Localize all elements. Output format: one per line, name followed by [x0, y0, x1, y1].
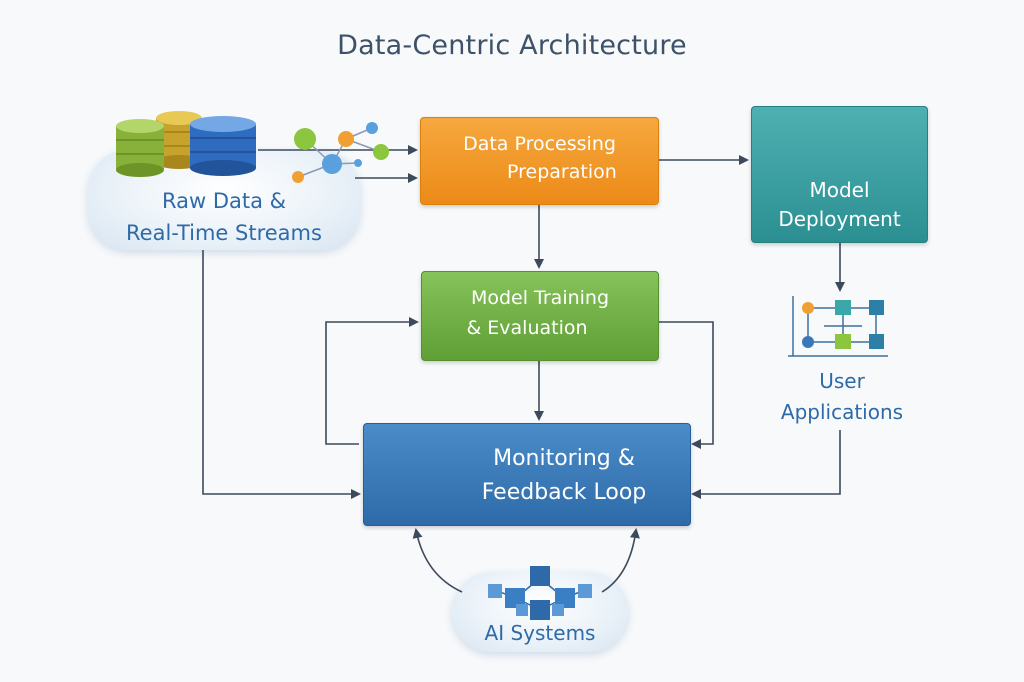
- processing-line1: Data Processing: [463, 133, 616, 155]
- arrow-apps-to-monitoring: [691, 430, 841, 499]
- database-stack-icon: [116, 111, 256, 177]
- arrow-training-to-monitor-right: [658, 321, 714, 449]
- arrow-raw-to-monitoring: [202, 250, 361, 499]
- ai-systems-label: AI Systems: [484, 621, 596, 645]
- processing-line2: Preparation: [507, 161, 617, 183]
- user-applications-label: User Applications: [780, 369, 904, 424]
- training-line2: & Evaluation: [466, 317, 588, 339]
- arrow-loop-to-training: [325, 317, 419, 445]
- training-line1: Model Training: [470, 287, 610, 309]
- monitoring-line2: Feedback Loop: [481, 480, 647, 505]
- model-training-box[interactable]: Model Training & Evaluation: [421, 271, 659, 361]
- app-grid-icon: [788, 296, 888, 357]
- data-processing-box[interactable]: Data Processing Preparation: [420, 117, 659, 205]
- model-deployment-box[interactable]: Model Deployment: [751, 106, 928, 243]
- deployment-line1: Model: [809, 178, 870, 202]
- cubes-network-icon: [488, 566, 592, 620]
- raw-data-label: Raw Data & Real-Time Streams: [126, 189, 322, 245]
- monitoring-line1: Monitoring &: [493, 446, 635, 471]
- data-nodes-icon: [292, 122, 389, 183]
- arrow-ai-to-monitoring-right: [601, 528, 640, 593]
- diagram-title: Data-Centric Architecture: [337, 30, 687, 61]
- arrow-ai-to-monitoring-left: [412, 528, 463, 593]
- monitoring-feedback-box[interactable]: Monitoring & Feedback Loop: [363, 423, 691, 526]
- deployment-line2: Deployment: [778, 207, 901, 231]
